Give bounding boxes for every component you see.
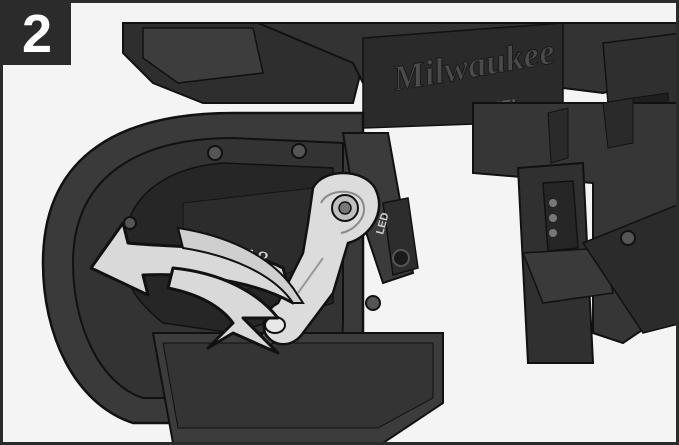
led-label: LED <box>374 211 391 235</box>
rotate-arrow-icon <box>89 221 305 355</box>
shoe-assembly <box>472 97 676 364</box>
bandsaw-illustration: Milwaukee FUEL LED <box>41 22 676 442</box>
step-number-badge: 2 <box>3 3 71 65</box>
